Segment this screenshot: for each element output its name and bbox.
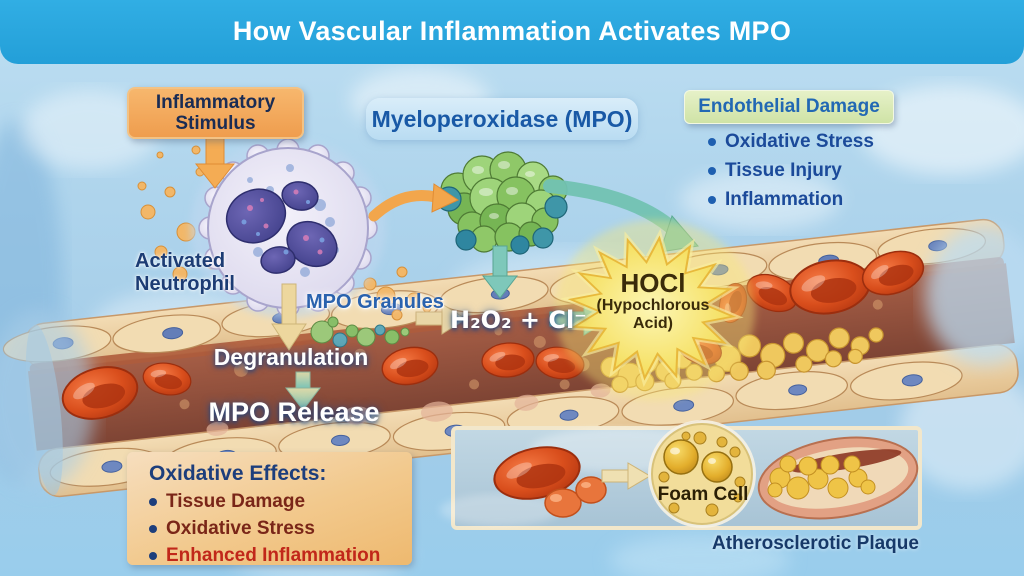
list-item: Enhanced Inflammation [149, 545, 412, 567]
stimulus-line2: Stimulus [175, 113, 256, 134]
bullet-icon [708, 196, 716, 204]
page-title: How Vascular Inflammation Activates MPO [232, 16, 792, 46]
arrow-mpo-down [481, 245, 519, 299]
endothelial-damage-box: Endothelial Damage [684, 90, 894, 124]
list-item: Tissue Damage [149, 491, 412, 513]
h2o2-cl-reaction-label: H₂O₂ + Cl⁻ [450, 306, 587, 334]
list-item: Oxidative Stress [708, 131, 938, 153]
stimulus-line1: Inflammatory [155, 91, 276, 113]
activated-neutrophil-label: Activated Neutrophil [135, 250, 235, 295]
arrow-release-down [284, 371, 322, 411]
arrow-stimulus-down [194, 135, 236, 189]
bullet-icon [708, 138, 716, 146]
endothelial-damage-list: Oxidative Stress Tissue Injury Inflammat… [708, 131, 938, 218]
inset-panel [440, 420, 922, 530]
mpo-cluster-illustration [436, 151, 568, 255]
vessel-right-fade [925, 225, 1024, 365]
list-item: Tissue Injury [708, 160, 938, 182]
mpo-title-label: Myeloperoxidase (MPO) [366, 98, 638, 140]
atherosclerotic-plaque-caption: Atherosclerotic Plaque [712, 533, 919, 554]
neutrophil-illustration [190, 138, 386, 318]
arrow-degranulation-down [271, 283, 307, 351]
plasma-blobs [206, 383, 611, 436]
arrow-neutrophil-to-mpo [368, 183, 460, 222]
hocl-label: HOCl (Hypochlorous Acid) [596, 268, 710, 333]
mpo-release-label: MPO Release [208, 397, 380, 427]
list-item: Oxidative Stress [149, 518, 412, 540]
arrow-to-reaction [415, 303, 467, 335]
list-item: Inflammation [708, 189, 938, 211]
foam-cell-label: Foam Cell [657, 484, 749, 505]
bullet-icon [149, 525, 157, 533]
vessel-left-fade [0, 310, 95, 490]
neutrophil-nucleus [225, 181, 338, 274]
bullet-icon [149, 498, 157, 506]
mpo-granules-label: MPO Granules [306, 291, 444, 313]
mpo-granules-illustration [310, 316, 410, 348]
bullet-icon [708, 167, 716, 175]
inflammatory-stimulus-box: Inflammatory Stimulus [127, 87, 304, 139]
foam-cell-illustration [648, 420, 756, 528]
oxidative-effects-box: Oxidative Effects: Tissue Damage Oxidati… [127, 452, 412, 567]
hocl-starburst [555, 220, 755, 400]
title-bar: How Vascular Inflammation Activates MPO [0, 0, 1024, 64]
inset-monocytes [544, 476, 607, 518]
plaque-cross-section [757, 436, 919, 520]
inset-arrow [601, 462, 651, 490]
oxidative-effects-title: Oxidative Effects: [149, 462, 327, 485]
degranulation-label: Degranulation [213, 344, 369, 370]
bullet-icon [149, 552, 157, 560]
